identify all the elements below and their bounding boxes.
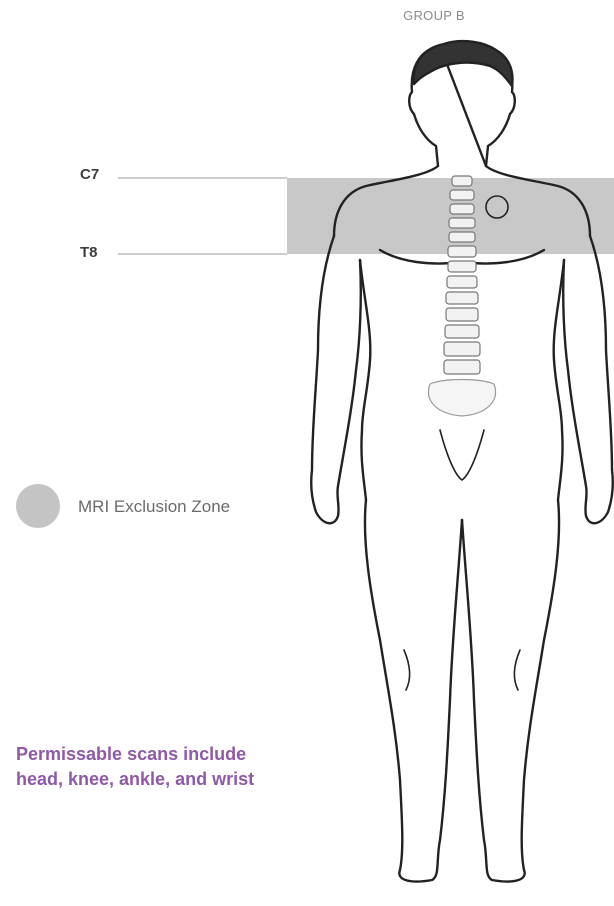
groin [440,430,484,480]
legend-swatch [16,484,60,528]
human-figure [311,41,613,881]
right-arm [563,236,613,523]
pelvis [428,380,495,417]
left-knee [404,650,410,690]
left-arm [311,236,361,523]
permissible-scans-note: Permissable scans include head, knee, an… [16,742,256,792]
c7-label: C7 [80,166,99,183]
t8-label: T8 [80,244,98,261]
legend-label: MRI Exclusion Zone [78,497,230,517]
hair [414,41,513,86]
right-knee [514,650,520,690]
left-leg [365,500,462,882]
right-leg [462,500,559,882]
